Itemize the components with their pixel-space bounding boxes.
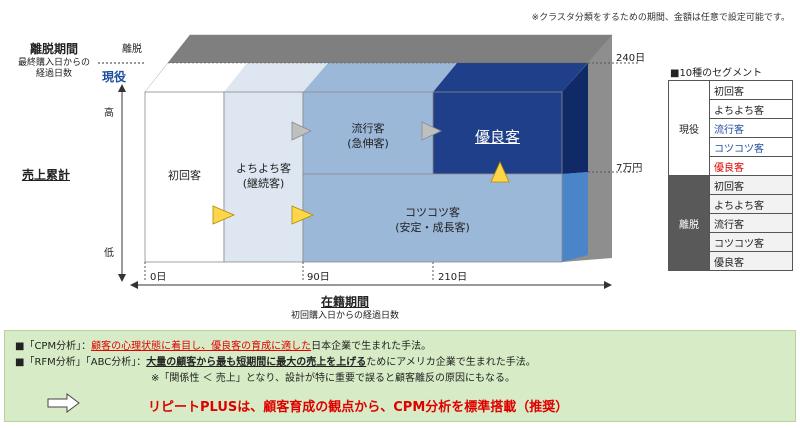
horizontal-axis-arrow-right [604, 281, 612, 289]
cpm-emphasis: 顧客の心理状態に着目し、優良客の育成に適した [91, 341, 312, 352]
cpm-head: ■「CPM分析」： [15, 341, 92, 352]
summary-box: ■「CPM分析」：顧客の心理状態に着目し、優良客の育成に適した日本企業で生まれた… [4, 330, 796, 422]
conclusion-text: リピートPLUSは、顧客育成の観点から、CPM分析を標準搭載（推奨） [148, 400, 569, 415]
group-active: 現役 [668, 80, 710, 176]
vertical-axis-arrow-top [118, 84, 126, 92]
active-novice: よちよち客 [709, 99, 793, 119]
left-first: 初回客 [709, 175, 793, 195]
cube-top-face-left-group [168, 35, 612, 63]
vertical-axis-arrow-bottom [118, 274, 126, 282]
left-axis-subtitle-2: 経過日数 [35, 69, 72, 79]
right-steady [562, 172, 588, 262]
active-trend: 流行客 [709, 118, 793, 138]
cpm-cube-diagram [98, 34, 640, 289]
bottom-axis-title: 在籍期間 [320, 295, 369, 309]
arrow-trend-to-excellent [421, 121, 442, 141]
tick-0: 0日 [150, 272, 167, 283]
left-axis-subtitle-1: 最終購入日からの [17, 58, 90, 68]
rfm-head: ■「RFM分析」「ABC分析」： [15, 357, 147, 368]
top-excellent [433, 63, 588, 92]
active-excellent: 優良客 [709, 156, 793, 176]
segment-trend [302, 91, 434, 175]
arrow-novice-to-steady [291, 205, 315, 225]
tick-210: 210日 [438, 272, 468, 283]
label-trend-1: 流行客 [351, 122, 385, 135]
arrow-novice-to-trend [291, 121, 312, 141]
mark-240-days: 240日 [616, 53, 646, 64]
tick-90: 90日 [307, 272, 330, 283]
label-trend-2: (急伸客) [347, 137, 389, 150]
label-novice-1: よちよち客 [236, 162, 291, 175]
left-axis-title: 離脱期間 [29, 42, 78, 56]
label-excellent: 優良客 [474, 128, 520, 146]
horizontal-axis-arrow-left [130, 281, 138, 289]
label-steady-1: コツコツ客 [405, 206, 460, 219]
axis-low-label: 低 [104, 248, 114, 259]
arrow-first-to-novice [212, 205, 236, 225]
left-excellent: 優良客 [709, 251, 793, 271]
axis-high-label: 高 [104, 108, 114, 119]
top-trend [303, 63, 457, 92]
right-arrow-icon [47, 393, 80, 413]
disclaimer-note: ※クラスタ分類をするための期間、金額は任意で設定可能です。 [531, 13, 790, 23]
segment-excellent [432, 91, 563, 175]
mark-7man: 7万円 [616, 163, 643, 174]
left-steady: コツコツ客 [709, 232, 793, 252]
rfm-note: ※「関係性 ＜ 売上」となり、設計が特に重要で誤ると顧客離反の原因にもなる。 [151, 373, 516, 384]
geneki-label: 現役 [102, 70, 127, 84]
segment-list-title: ■10種のセグメント [670, 68, 763, 79]
bottom-axis-subtitle: 初回購入日からの経過日数 [290, 311, 399, 321]
cpm-line: ■「CPM分析」：顧客の心理状態に着目し、優良客の育成に適した日本企業で生まれた… [15, 337, 431, 352]
segment-first [144, 91, 225, 263]
right-excellent [562, 63, 588, 174]
cpm-tail: 日本企業で生まれた手法。 [311, 341, 432, 352]
active-steady: コツコツ客 [709, 137, 793, 157]
ridatsu-label: 離脱 [122, 44, 142, 55]
label-steady-2: (安定・成長客) [395, 221, 470, 234]
top-novice [224, 63, 328, 92]
arrow-steady-to-excellent [490, 161, 510, 183]
rfm-line: ■「RFM分析」「ABC分析」：大量の顧客から最も短期間に最大の売上を上げるため… [15, 353, 536, 368]
sales-axis-label: 売上累計 [22, 168, 71, 182]
segment-table: 現役 初回客 よちよち客 流行客 コツコツ客 優良客 離脱 初回客 よちよち客 … [668, 80, 793, 271]
label-novice-2: (継続客) [242, 177, 285, 190]
rfm-tail: ためにアメリカ企業で生まれた手法。 [366, 357, 536, 368]
active-first: 初回客 [709, 80, 793, 100]
left-novice: よちよち客 [709, 194, 793, 214]
rfm-emphasis: 大量の顧客から最も短期間に最大の売上を上げる [146, 357, 367, 368]
left-trend: 流行客 [709, 213, 793, 233]
label-first: 初回客 [168, 169, 201, 182]
group-left: 離脱 [668, 175, 710, 271]
